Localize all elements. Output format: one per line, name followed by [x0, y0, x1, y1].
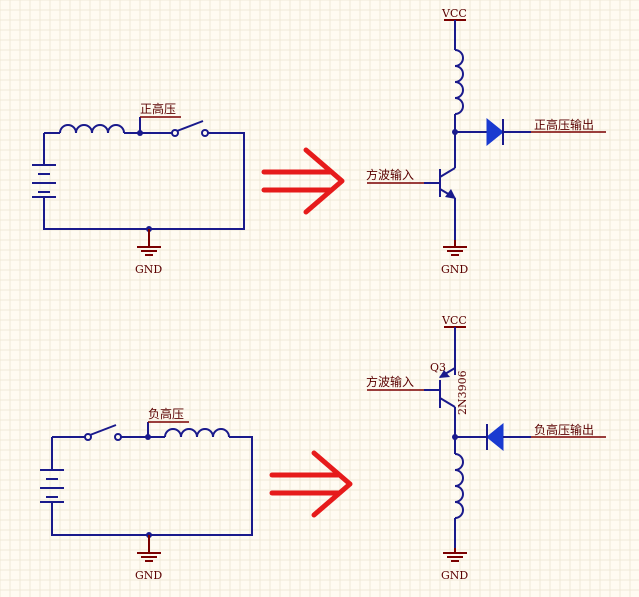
- bottom-diode: [486, 422, 504, 452]
- bottom-transform-arrow: [269, 450, 353, 518]
- bottom-vcc-label: VCC: [441, 314, 467, 327]
- bottom-right-inductor: [454, 453, 464, 519]
- top-diode: [486, 117, 504, 147]
- top-output-label: 正高压输出: [534, 117, 594, 132]
- top-transform-arrow: [261, 147, 345, 215]
- bottom-left-gnd-label: GND: [135, 569, 162, 582]
- bottom-left-loop-wire: [51, 436, 253, 536]
- bottom-left-switch-contact-a: [84, 433, 92, 441]
- bottom-left-ground-symbol: [137, 535, 161, 562]
- bottom-transistor-collector: [439, 397, 456, 408]
- top-left-switch-contact-a: [171, 129, 179, 137]
- top-emitter-arrow: [445, 189, 456, 199]
- bottom-input-label: 方波输入: [366, 374, 414, 389]
- top-switch-label: 正高压: [140, 101, 176, 116]
- top-input-label: 方波输入: [366, 167, 414, 182]
- bottom-left-switch-lever: [89, 424, 117, 436]
- top-left-switch-contact-b: [201, 129, 209, 137]
- top-left-loop-wire: [43, 132, 245, 230]
- bottom-emitter-arrow: [439, 370, 450, 378]
- top-left-circuit: 正高压 GND: [32, 101, 245, 276]
- top-right-circuit: VCC 正高压输出 方波输入 GND: [366, 7, 606, 276]
- bottom-right-circuit: VCC Q3 2N3906 方波输入 负高压输出 GND: [366, 314, 606, 582]
- bottom-output-label: 负高压输出: [534, 422, 594, 437]
- bottom-ref-label: Q3: [430, 361, 446, 374]
- bottom-left-inductor: [164, 428, 230, 438]
- bottom-right-gnd-label: GND: [441, 569, 468, 582]
- top-right-gnd-label: GND: [441, 263, 468, 276]
- top-vcc-label: VCC: [441, 7, 467, 20]
- bottom-switch-label: 负高压: [148, 406, 184, 421]
- top-transistor-collector: [439, 167, 456, 178]
- top-left-inductor: [59, 124, 125, 134]
- bottom-left-switch-contact-b: [114, 433, 122, 441]
- top-left-ground-symbol: [137, 229, 161, 256]
- bottom-left-battery: [40, 469, 64, 503]
- top-left-battery: [32, 164, 56, 198]
- bottom-part-label: 2N3906: [456, 370, 469, 415]
- top-left-switch-lever: [176, 120, 204, 132]
- top-left-gnd-label: GND: [135, 263, 162, 276]
- top-right-inductor: [454, 49, 464, 115]
- top-right-ground-symbol: [443, 240, 467, 256]
- bottom-left-circuit: 负高压 GND: [40, 406, 253, 582]
- bottom-right-ground-symbol: [443, 548, 467, 562]
